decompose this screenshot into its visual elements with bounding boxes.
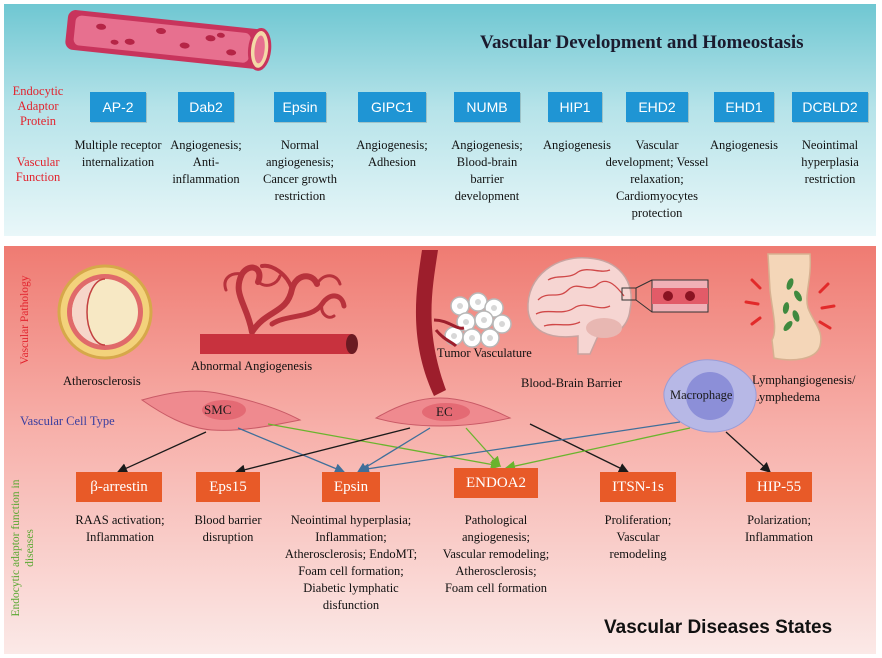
protein-box-ap2: AP-2 bbox=[90, 92, 146, 122]
disease-function-hip55: Polarization; Inflammation bbox=[744, 513, 814, 544]
protein-box-hip1: HIP1 bbox=[548, 92, 602, 122]
disease-states-title: Vascular Diseases States bbox=[604, 617, 833, 638]
ec-nucleus bbox=[422, 403, 470, 421]
protein-box-ehd1: EHD1 bbox=[714, 92, 774, 122]
arrow-ec-to-itsn bbox=[529, 423, 630, 473]
blood-brain-barrier-illustration bbox=[527, 256, 709, 355]
disease-function-itsn1s: Proliferation; Vascular remodeling bbox=[604, 513, 672, 561]
function-ehd1: Angiogenesis bbox=[709, 138, 779, 152]
macrophage-nucleus bbox=[686, 372, 734, 420]
disease-box-eps15: Eps15 bbox=[196, 472, 260, 502]
function-dab2: Angiogenesis; Anti-inflammation bbox=[170, 138, 242, 186]
tumor-vasculature-illustration bbox=[415, 250, 512, 396]
abnormal-angiogenesis-caption: Abnormal Angiogenesis bbox=[191, 359, 313, 373]
function-ehd2: Vascular development; Vessel relaxation;… bbox=[605, 138, 709, 220]
homeostasis-title: Vascular Development and Homeostasis bbox=[480, 32, 804, 53]
protein-box-numb: NUMB bbox=[454, 92, 520, 122]
arrow-smc-to-endoa2 bbox=[267, 423, 502, 470]
disease-function-beta-arrestin: RAAS activation; Inflammation bbox=[75, 513, 165, 544]
arrow-ec-to-epsin bbox=[356, 427, 431, 473]
arrow-macrophage-to-hip55 bbox=[725, 431, 771, 473]
vascular-cell-type-label: Vascular Cell Type bbox=[20, 414, 115, 428]
disease-function-epsin: Neointimal hyperplasia; Inflammation; At… bbox=[284, 513, 418, 612]
function-hip1: Angiogenesis bbox=[542, 138, 612, 152]
disease-box-epsin: Epsin bbox=[322, 472, 380, 502]
disease-box-endoa2: ENDOA2 bbox=[454, 468, 538, 498]
vascular-function-label: Vascular Function bbox=[15, 155, 61, 184]
disease-function-endoa2: Pathological angiogenesis; Vascular remo… bbox=[442, 513, 550, 595]
disease-function-eps15: Blood barrier disruption bbox=[194, 513, 262, 544]
disease-box-hip55: HIP-55 bbox=[746, 472, 812, 502]
arrow-macrophage-to-epsin bbox=[358, 421, 681, 474]
macrophage-label: Macrophage bbox=[670, 388, 733, 402]
ec-label: EC bbox=[436, 404, 453, 419]
protein-box-epsin: Epsin bbox=[274, 92, 326, 122]
lymphedema-caption: Lymphangiogenesis/ Lymphedema bbox=[752, 372, 880, 406]
function-epsin: Normal angiogenesis; Cancer growth restr… bbox=[263, 138, 337, 203]
disease-box-itsn1s: ITSN-1s bbox=[600, 472, 676, 502]
arrow-smc-to-beta-arrestin bbox=[116, 431, 207, 473]
lymphedema-caption-text: Lymphangiogenesis/ Lymphedema bbox=[752, 373, 856, 404]
smc-nucleus bbox=[202, 400, 246, 420]
function-ap2: Multiple receptor internalization bbox=[74, 138, 162, 169]
protein-box-ehd2: EHD2 bbox=[626, 92, 688, 122]
smc-label: SMC bbox=[204, 402, 232, 417]
blood-brain-barrier-caption: Blood-Brain Barrier bbox=[521, 376, 623, 390]
abnormal-angiogenesis-illustration bbox=[200, 263, 358, 354]
disease-box-beta-arrestin: β-arrestin bbox=[76, 472, 162, 502]
blood-vessel-illustration bbox=[65, 10, 272, 71]
atherosclerosis-caption: Atherosclerosis bbox=[63, 374, 141, 388]
function-gipc1: Angiogenesis; Adhesion bbox=[356, 138, 428, 169]
adaptor-protein-label: Endocytic Adaptor Protein bbox=[12, 84, 64, 128]
atherosclerosis-illustration bbox=[57, 264, 153, 360]
arrow-ec-to-eps15 bbox=[234, 427, 411, 475]
function-dcbld2: Neointimal hyperplasia restriction bbox=[801, 138, 859, 186]
protein-box-dcbld2: DCBLD2 bbox=[792, 92, 868, 122]
protein-box-dab2: Dab2 bbox=[178, 92, 234, 122]
arrow-smc-to-epsin bbox=[237, 427, 346, 474]
lymphedema-illustration bbox=[744, 253, 836, 361]
tumor-vasculature-caption: Tumor Vasculature bbox=[437, 346, 532, 360]
arrow-ec-to-endoa2 bbox=[465, 427, 501, 467]
function-numb: Angiogenesis; Blood-brain barrier develo… bbox=[451, 138, 523, 203]
arrow-macrophage-to-endoa2 bbox=[504, 427, 691, 472]
protein-box-gipc1: GIPC1 bbox=[358, 92, 426, 122]
